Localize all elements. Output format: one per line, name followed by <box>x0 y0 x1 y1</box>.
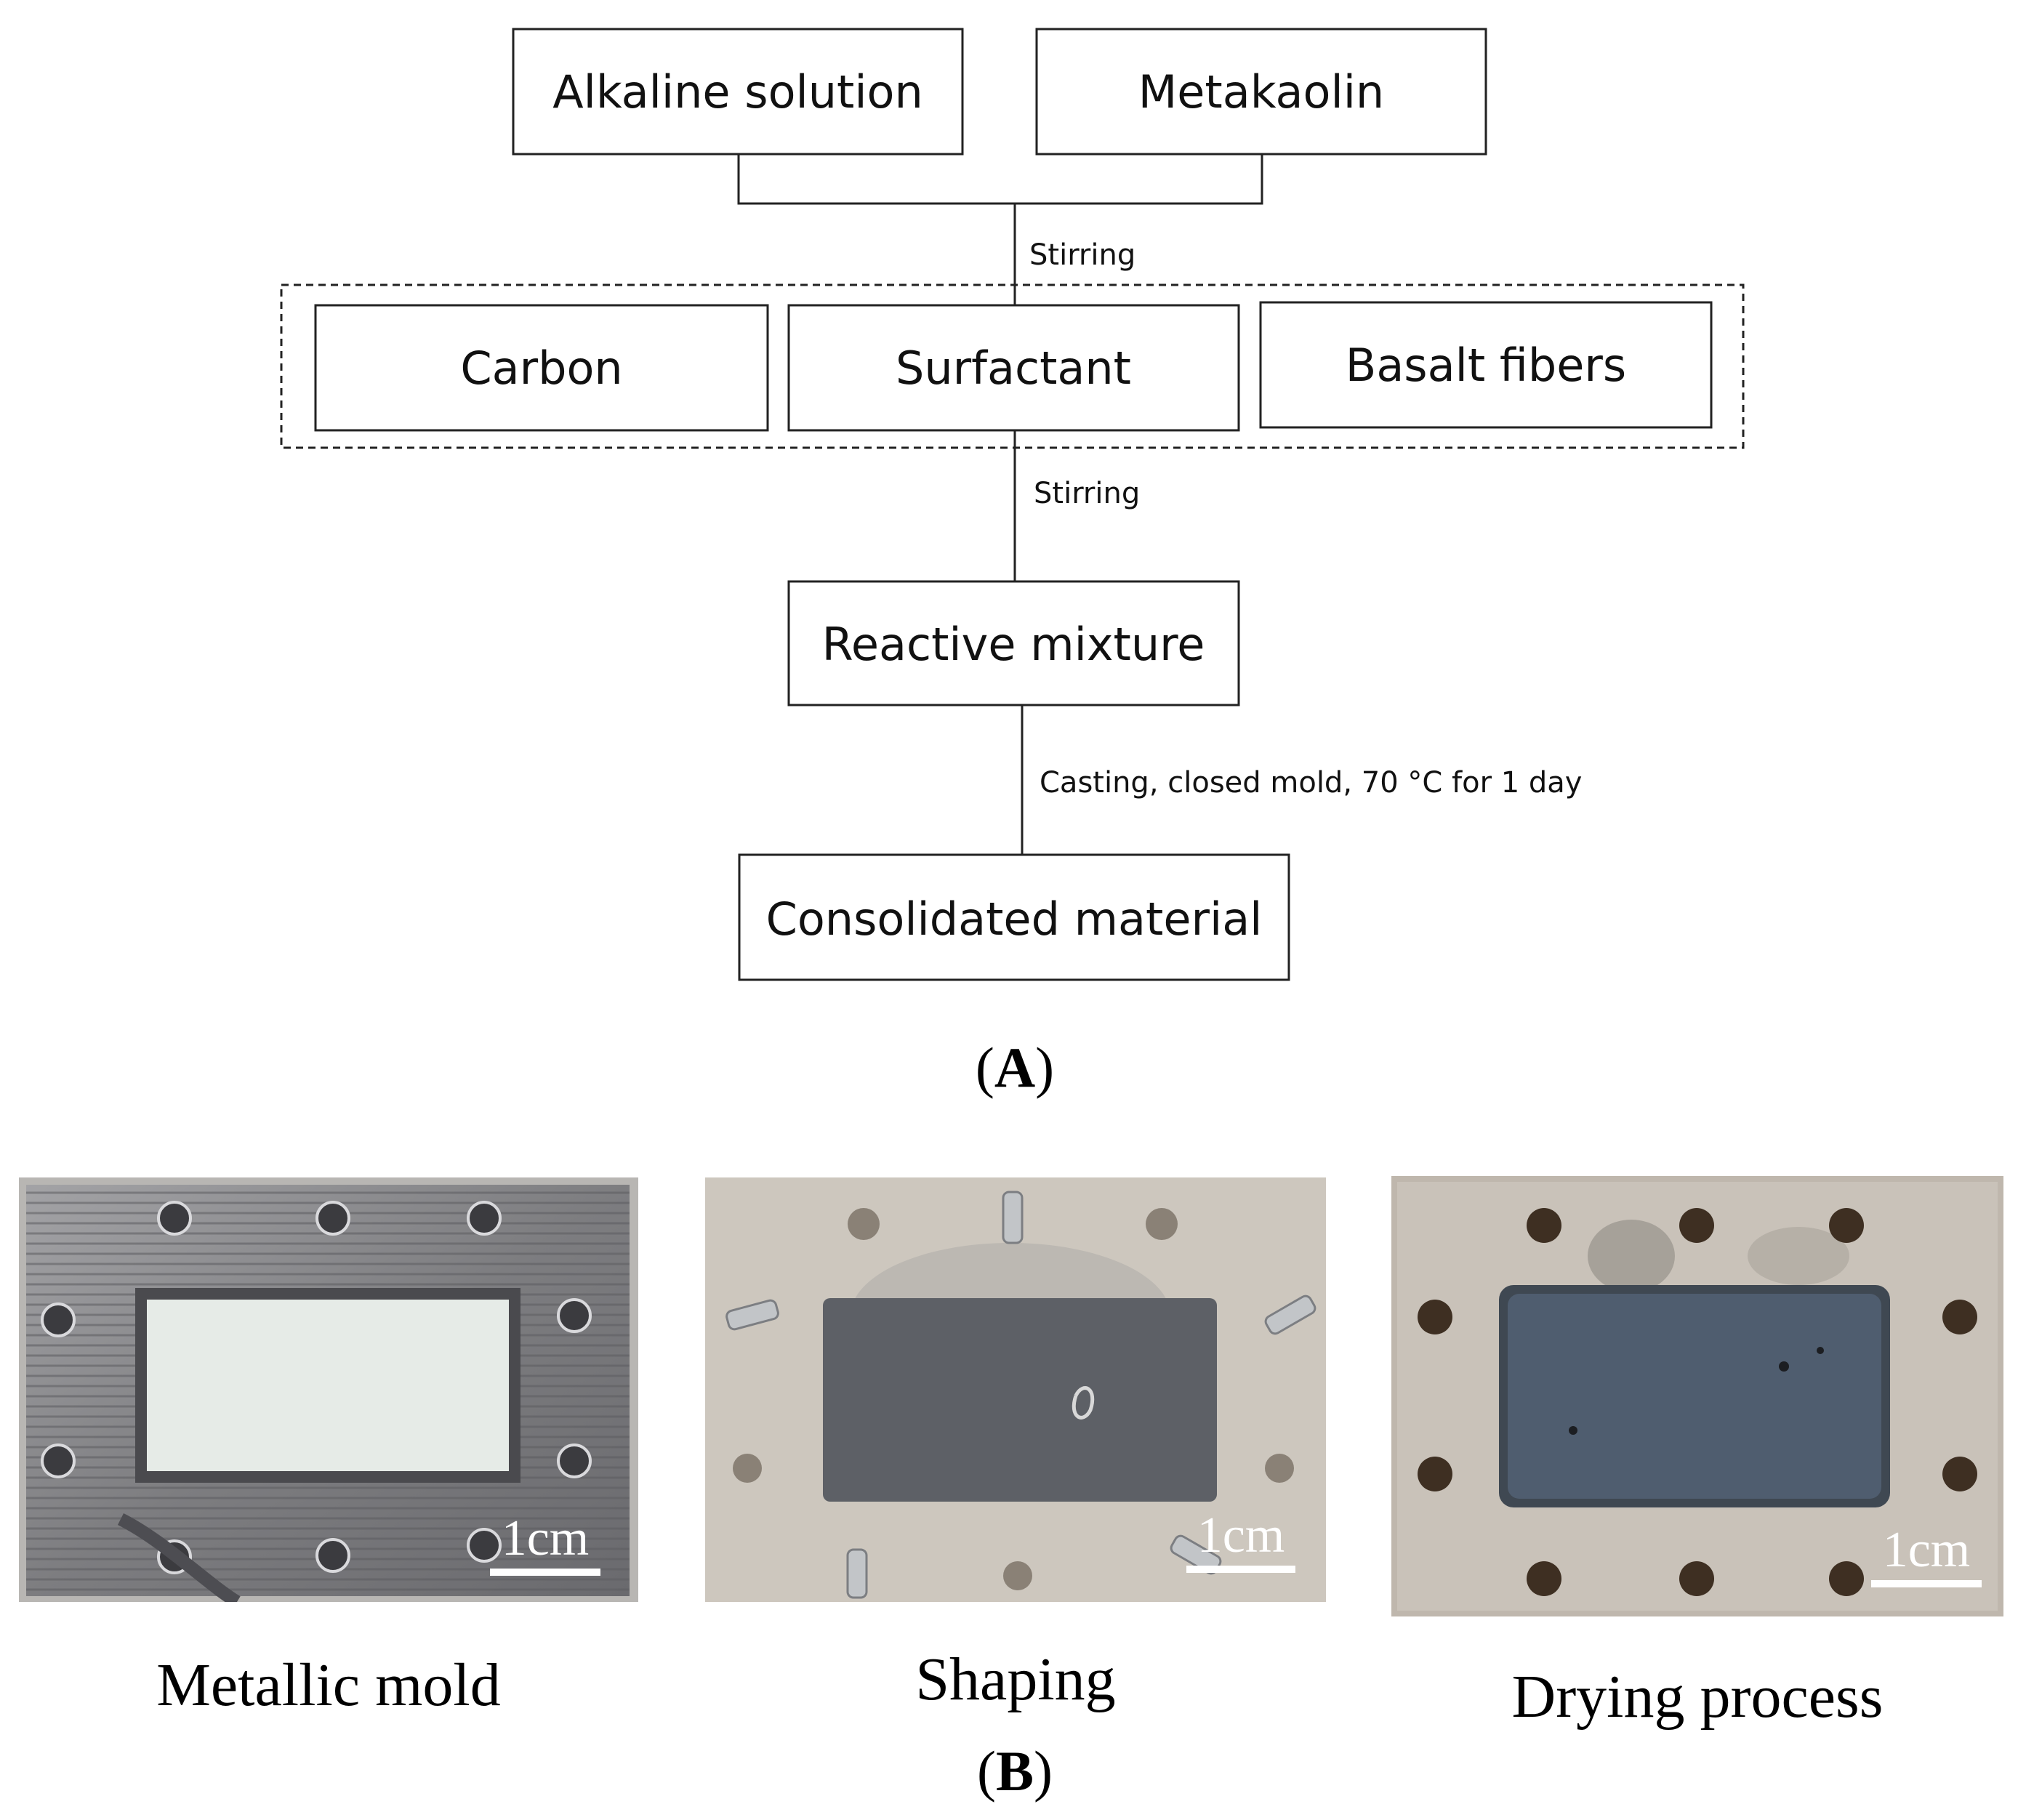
scale-line-drying <box>1871 1580 1982 1587</box>
box-basalt <box>1259 301 1713 429</box>
panel-label-b-open: ( <box>977 1739 996 1803</box>
metallic-mold-image <box>19 1177 638 1602</box>
box-reactive <box>787 580 1240 706</box>
edge-label-casting: Casting, closed mold, 70 °C for 1 day <box>1040 766 1582 800</box>
photo-metallic-mold: 1cm <box>19 1177 638 1602</box>
box-metakaolin <box>1035 28 1487 156</box>
panel-label-a-letter: A <box>994 1036 1036 1099</box>
additives-group <box>280 283 1745 449</box>
shaping-image <box>705 1177 1326 1602</box>
label-metakaolin: Metakaolin <box>1138 65 1384 118</box>
label-alkaline: Alkaline solution <box>552 65 923 118</box>
label-consolidated: Consolidated material <box>766 893 1263 946</box>
panel-label-b-close: ) <box>1034 1739 1053 1803</box>
label-surfactant: Surfactant <box>896 342 1131 395</box>
label-basalt: Basalt fibers <box>1346 339 1626 392</box>
label-carbon: Carbon <box>460 342 622 395</box>
caption-drying: Drying process <box>1511 1663 1884 1731</box>
drying-image <box>1391 1176 2003 1616</box>
flow-diagram: Alkaline solution Metakaolin Carbon Surf… <box>280 28 1745 981</box>
panel-label-a: (A) <box>942 1035 1088 1100</box>
edge-label-stirring-2: Stirring <box>1034 477 1140 510</box>
label-reactive: Reactive mixture <box>822 618 1205 671</box>
photo-shaping: 1cm <box>705 1177 1326 1602</box>
panel-label-b-letter: B <box>995 1739 1034 1803</box>
caption-shaping: Shaping <box>915 1646 1116 1713</box>
connectors <box>737 154 1263 855</box>
box-consolidated <box>738 853 1290 981</box>
panel-label-a-close: ) <box>1035 1036 1055 1099</box>
photo-drying: 1cm <box>1391 1176 2003 1616</box>
edge-label-stirring-1: Stirring <box>1029 238 1135 272</box>
scale-bar-drying: 1cm <box>1871 1525 1982 1587</box>
box-alkaline <box>512 28 964 156</box>
scale-label-shaping: 1cm <box>1197 1507 1285 1563</box>
scale-label-drying: 1cm <box>1882 1522 1971 1578</box>
scale-bar-metallic-mold: 1cm <box>490 1513 600 1576</box>
box-surfactant <box>787 304 1240 432</box>
scale-line-shaping <box>1186 1566 1295 1573</box>
caption-metallic-mold: Metallic mold <box>156 1651 501 1719</box>
box-carbon <box>314 304 769 432</box>
connector-merge <box>737 154 1263 205</box>
panel-label-b: (B) <box>942 1739 1088 1804</box>
scale-line-metallic-mold <box>490 1569 600 1576</box>
panel-label-a-open: ( <box>975 1036 994 1099</box>
scale-bar-shaping: 1cm <box>1186 1510 1295 1573</box>
scale-label-metallic-mold: 1cm <box>501 1510 590 1566</box>
